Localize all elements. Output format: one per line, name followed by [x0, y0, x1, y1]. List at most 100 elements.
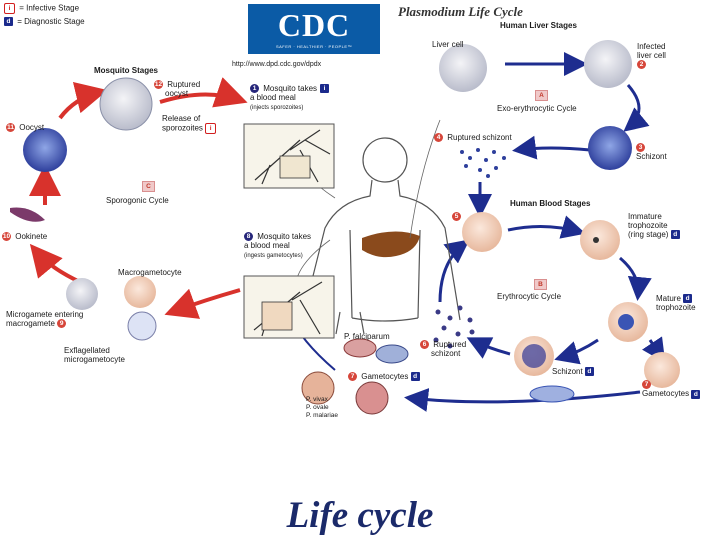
infective-badge: i: [4, 3, 15, 14]
stage-2-line2: liver cell: [637, 51, 666, 60]
blood-meal-inset: [261, 301, 293, 331]
stage-12-number: 12: [154, 80, 163, 90]
stage-8-line2: a blood meal: [244, 241, 290, 251]
arrow-ruptured-to-merozoite: [438, 239, 470, 303]
macrogametocyte-label: Macrogametocyte: [118, 268, 182, 277]
falciparum-gametocyte: [529, 385, 575, 403]
malariae-label: P. malariae: [306, 412, 339, 419]
falciparum-male-gametocyte: [375, 344, 409, 364]
stage-8-label: 8 Mosquito takes a blood meal (ingests g…: [244, 232, 311, 261]
diagram-title: Plasmodium Life Cycle: [398, 4, 523, 19]
vivax-label: P. vivax: [306, 396, 328, 403]
stage-5-number: 5: [452, 212, 461, 222]
slide-caption: Life cycle: [286, 495, 434, 536]
stage-11-label: 11 Oocyst: [6, 123, 44, 133]
erythrocytic-cycle-letter: B: [534, 279, 550, 290]
stage-4-number: 4: [434, 133, 443, 143]
stage-9-label: Microgamete entering macrogamete 9: [6, 310, 83, 329]
exo-cycle-label: Exo-erythrocytic Cycle: [497, 104, 577, 113]
stage-12-label: 12 Ruptured oocyst: [154, 80, 200, 98]
stage-2-line1: Infected: [637, 42, 666, 51]
stage-12-line2: oocyst: [165, 89, 189, 99]
sporogonic-cycle-letter: C: [142, 181, 158, 192]
cycle-letter-c: C: [142, 181, 155, 192]
falciparum-female-gametocyte: [343, 338, 377, 358]
stage-1-line2: a blood meal: [250, 93, 296, 103]
stage-1-label: i 1 Mosquito takes a blood meal (injects…: [250, 84, 331, 113]
release-sporozoites-label: Release of sporozoites i: [162, 114, 218, 134]
stage-10-number: 10: [2, 232, 11, 242]
ookinete-shape: [10, 207, 45, 222]
human-body-outline: [299, 137, 461, 335]
exflagellated-label: Exflagellated microgametocyte: [64, 346, 125, 364]
ovale-label: P. ovale: [306, 404, 329, 411]
immature-line1: Immature: [628, 212, 662, 221]
ruptured-schizont-blood: [433, 305, 475, 349]
source-url: http://www.dpd.cdc.gov/dpdx: [232, 61, 322, 68]
sporozoite-inset: [279, 155, 311, 179]
oocyst-cell: [23, 128, 67, 172]
stage-9-line2: macrogamete: [6, 319, 55, 328]
stage-12-line1: Ruptured: [167, 80, 201, 89]
blood-gametocytes-label: 7 Gametocytes d: [642, 380, 702, 399]
exo-cycle-letter: A: [535, 90, 551, 101]
immature-line3: (ring stage): [628, 230, 669, 239]
cycle-letter-b: B: [534, 279, 547, 290]
stage-8-line3: (ingests gametocytes): [244, 253, 303, 260]
stage-3-text: Schizont: [636, 152, 667, 162]
release-line1: Release of: [162, 114, 201, 123]
arrow-infected-to-schizont: [623, 84, 650, 132]
erythrocytic-cycle-label: Erythrocytic Cycle: [497, 292, 562, 301]
stage-3-label: 3 Schizont: [636, 143, 667, 161]
immature-diag-badge: d: [670, 230, 680, 240]
arrow-gametocytes-to-mosquito: [404, 388, 641, 412]
stage-7-diag-badge: d: [410, 372, 420, 382]
blood-gametocytes-text: Gametocytes: [642, 389, 690, 399]
infected-liver-cell: [584, 40, 632, 88]
exflagellated-line2: microgametocyte: [64, 355, 125, 364]
blood-schizont-diag-badge: d: [584, 367, 594, 377]
stage-4-label: 4 Ruptured schizont: [434, 133, 512, 143]
stage-1-number: 1: [250, 84, 259, 94]
vivax-female-gametocyte: [301, 371, 335, 405]
exflagellated-line1: Exflagellated: [64, 346, 110, 355]
infective-label: = Infective Stage: [19, 3, 80, 13]
liver-schizont: [588, 126, 632, 170]
release-inf-badge: i: [205, 123, 217, 134]
cdc-logo-text: CDC: [277, 7, 351, 43]
immature-line2: trophozoite: [628, 221, 668, 230]
arrow-mature-to-schizont: [554, 338, 599, 365]
ruptured-oocyst-cell: [99, 77, 153, 131]
mature-diag-badge: d: [683, 294, 693, 304]
cdc-tagline: SAFER · HEALTHIER · PEOPLE™: [275, 44, 353, 49]
arrow-oocyst-to-ruptured: [58, 82, 108, 120]
stage-7-text: Gametocytes: [361, 372, 409, 381]
arrow-ruptured-to-mosquito: [159, 77, 248, 108]
stage-8-number: 8: [244, 232, 253, 242]
stage-2-label: Infected liver cell 2: [637, 42, 666, 70]
microgamete-cell: [66, 278, 98, 310]
mature-trophozoite-label: Mature d trophozoite: [656, 294, 696, 312]
stage-10-text: Ookinete: [15, 232, 48, 241]
stage-1-diag-badge: i: [320, 84, 330, 93]
liver-cell: [439, 44, 487, 92]
release-line2: sporozoites: [162, 123, 203, 133]
diagnostic-label: = Diagnostic Stage: [17, 17, 85, 26]
stage-1-line3: (injects sporozoites): [250, 105, 304, 112]
falciparum-label: P. falciparum: [344, 332, 390, 341]
stage-7-number-blood: 7: [642, 380, 651, 390]
merozoites-cluster: [460, 148, 506, 178]
stage-8-line1: Mosquito takes: [257, 232, 312, 241]
arrow-ring-to-mature: [619, 256, 652, 301]
arrow-zygote-to-ookinete: [29, 243, 81, 284]
exflagellated-cell: [127, 311, 157, 341]
rbc-merozoite: [462, 212, 502, 252]
stage-5-label: 5: [452, 212, 463, 222]
stage-11-number: 11: [6, 123, 15, 133]
cdc-logo: CDC SAFER · HEALTHIER · PEOPLE™: [248, 4, 380, 54]
mature-line2: trophozoite: [656, 303, 696, 313]
stage-3-number: 3: [636, 143, 645, 153]
liver-cell-label: Liver cell: [432, 40, 464, 49]
